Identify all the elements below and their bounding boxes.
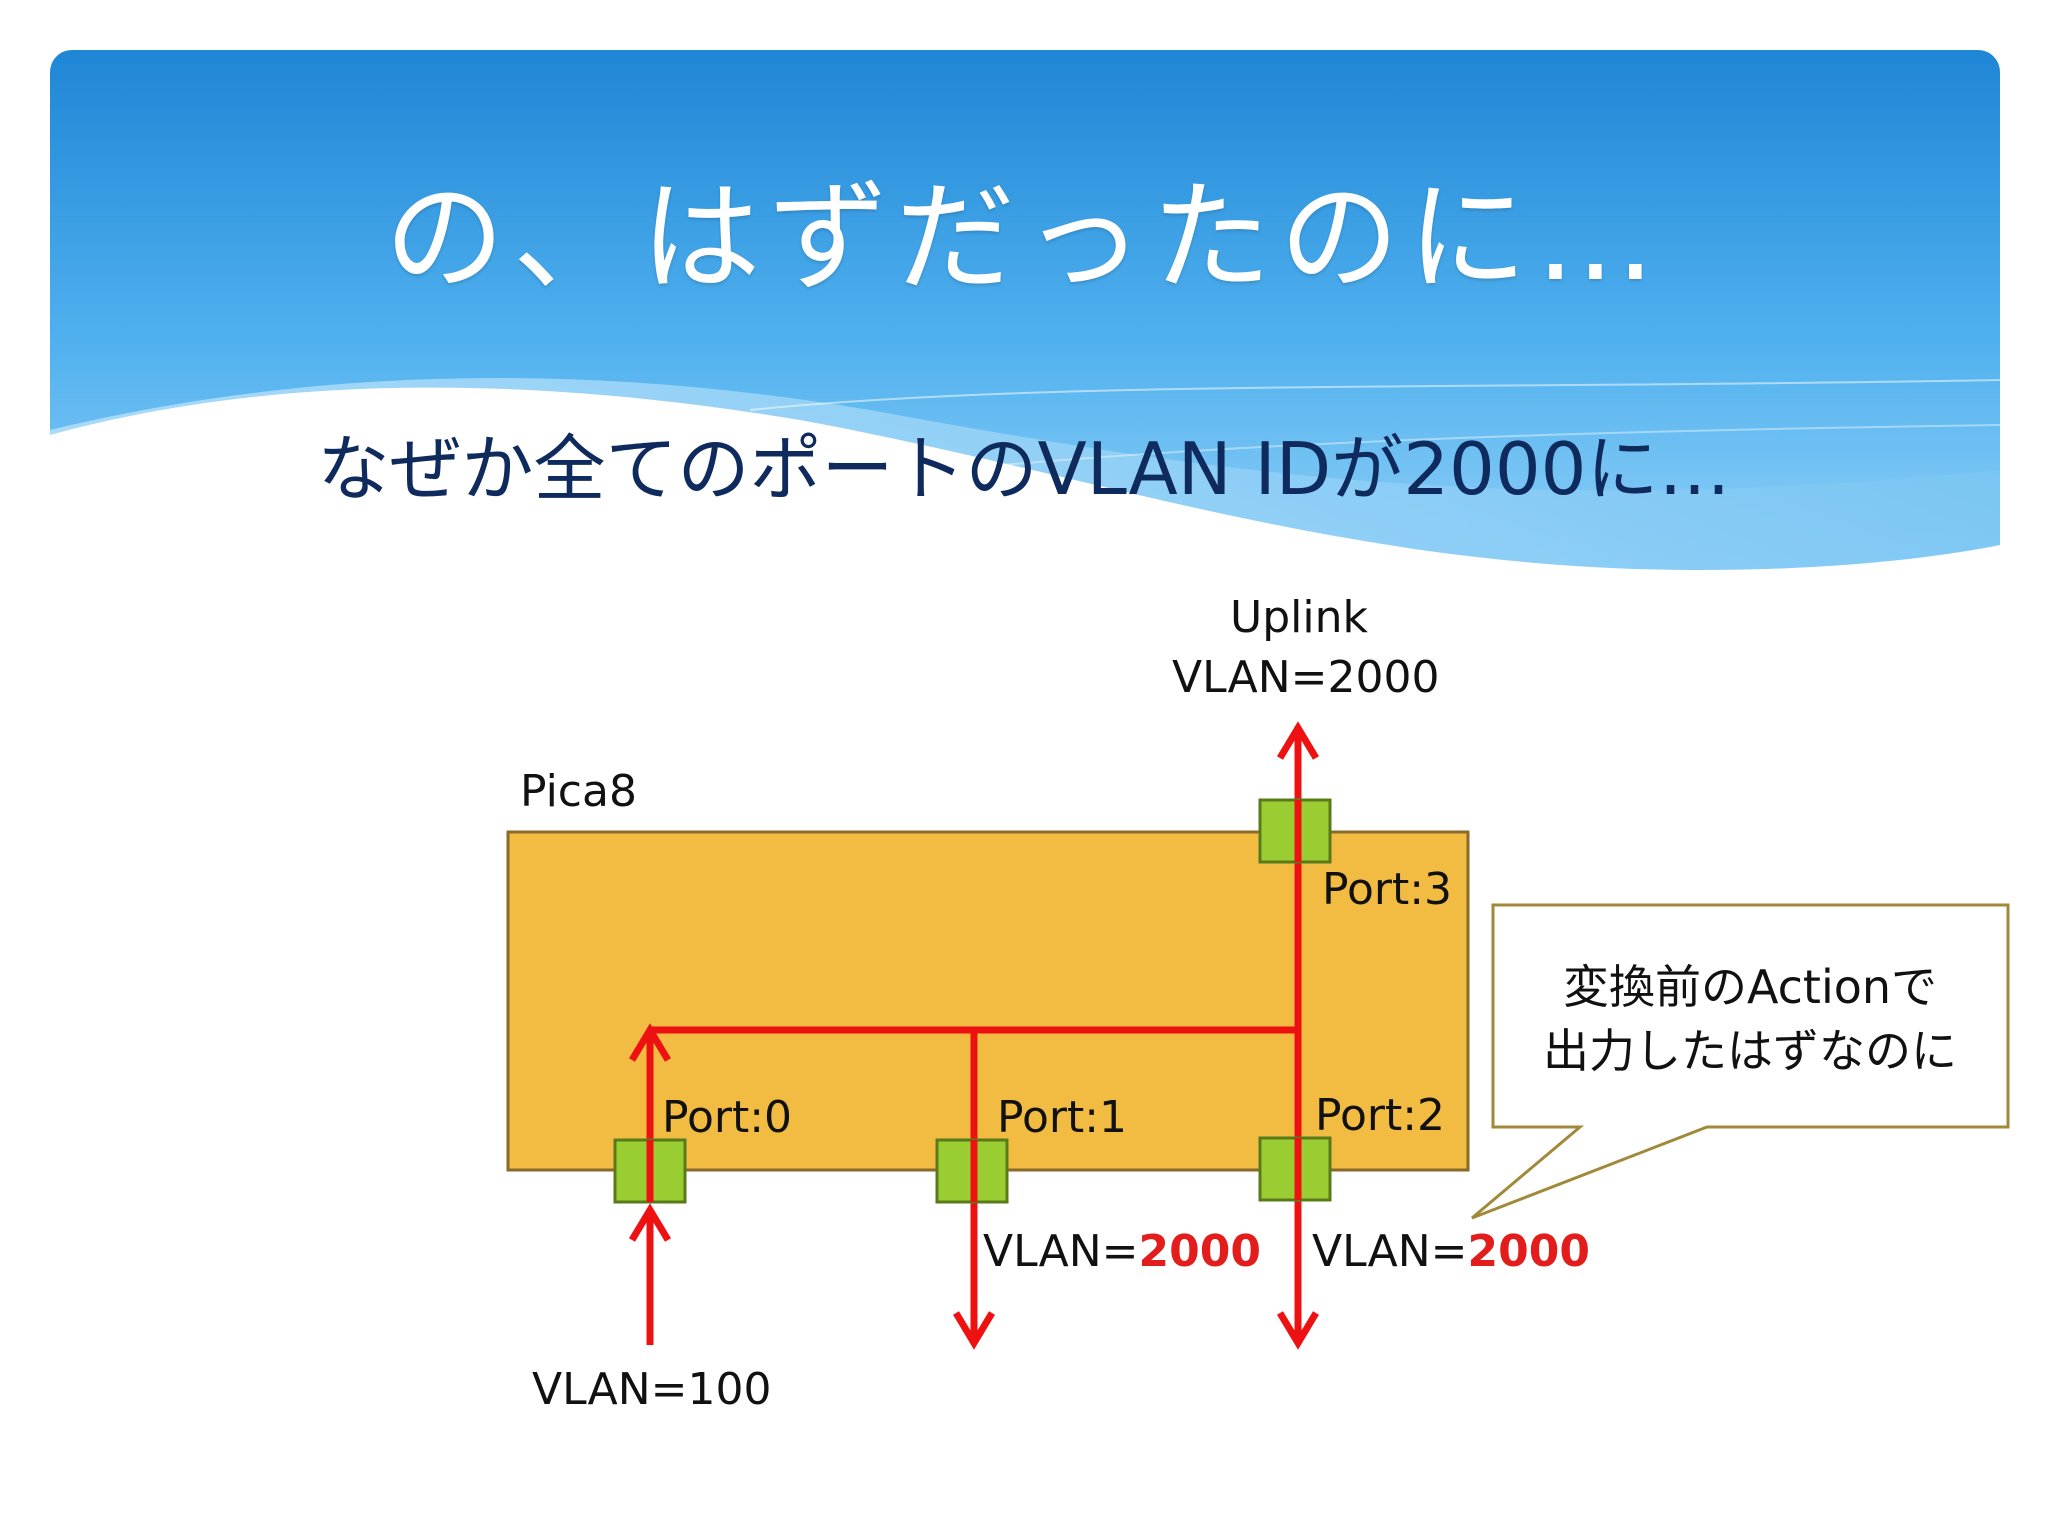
header-band — [50, 50, 2000, 570]
callout-line-2: 出力したはずなのに — [1543, 1024, 1957, 1078]
uplink-arrow-head — [1276, 721, 1320, 760]
callout-balloon — [1471, 903, 2010, 1220]
port-0-label: Port:0 — [662, 1092, 793, 1143]
port-2-label: Port:2 — [1315, 1090, 1446, 1141]
port1-out-vlan-value: 2000 — [1138, 1226, 1261, 1277]
port2-out-vlan: VLAN=2000 — [1312, 1230, 1590, 1274]
port2-out-vlan-value: 2000 — [1467, 1226, 1590, 1277]
port-1-label: Port:1 — [997, 1092, 1128, 1143]
port-3-label: Port:3 — [1322, 864, 1453, 915]
port0-up-arrow-head — [628, 1023, 672, 1062]
ingress-arrow-head — [628, 1203, 672, 1242]
port2-down-arrow-head — [1276, 1311, 1320, 1350]
port2-out-vlan-prefix: VLAN= — [1312, 1226, 1468, 1277]
uplink-label: Uplink — [1230, 592, 1368, 643]
slide-title: の、はずだったのに… — [384, 169, 1664, 308]
ingress-vlan-label: VLAN=100 — [532, 1364, 772, 1415]
port1-down-arrow-head — [952, 1311, 996, 1350]
uplink-vlan-label: VLAN=2000 — [1172, 652, 1440, 703]
slide-subtitle: なぜか全てのポートのVLAN IDが2000に… — [317, 427, 1731, 511]
port1-out-vlan-prefix: VLAN= — [983, 1226, 1139, 1277]
callout-line-1: 変換前のActionで — [1562, 960, 1938, 1014]
device-label: Pica8 — [520, 766, 637, 817]
port1-out-vlan: VLAN=2000 — [983, 1230, 1261, 1274]
callout-text: 変換前のActionで 出力したはずなのに — [1495, 955, 2005, 1083]
